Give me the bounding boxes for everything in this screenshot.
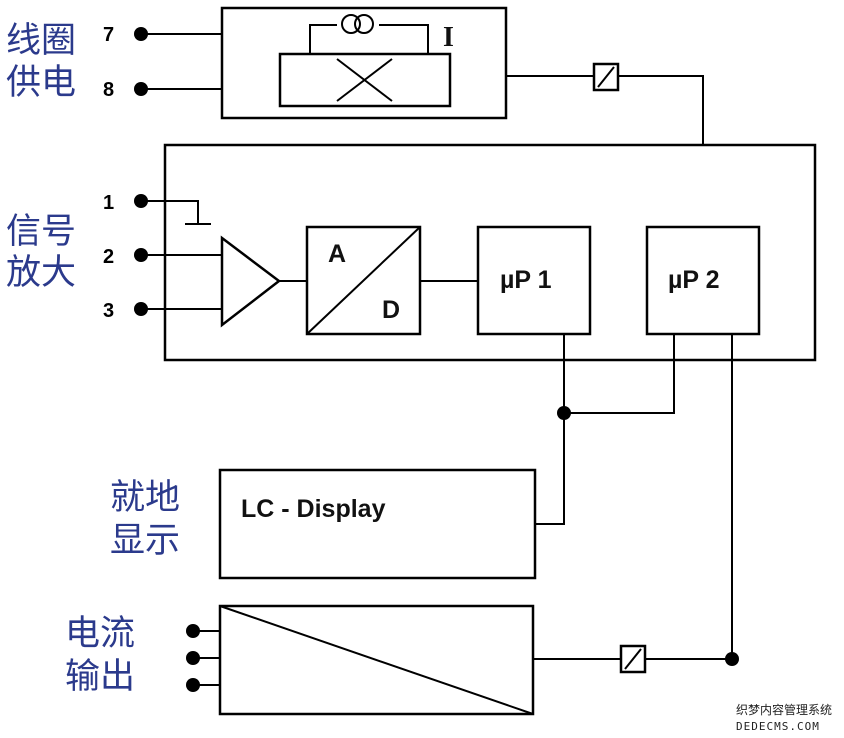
lc-display-label: LC - Display	[241, 495, 386, 523]
coil-loop-wire-right	[379, 24, 429, 54]
adc-label-a: A	[328, 240, 346, 268]
label-local-display-line1: 就地	[110, 478, 180, 518]
label-coil-supply-line1: 线圈	[6, 21, 76, 61]
current-source-icon-ring	[354, 14, 374, 34]
amplifier-icon	[220, 235, 282, 328]
up2-block	[645, 225, 761, 336]
pin-1-label: 1	[103, 192, 114, 214]
label-local-display-line2: 显示	[110, 521, 180, 561]
current-source-icon	[341, 14, 361, 34]
adc-diagonal	[306, 226, 421, 335]
pin-1-wire	[141, 200, 199, 223]
label-current-output-line1: 电流	[65, 614, 135, 654]
dac-diagonal	[219, 605, 534, 715]
label-current-output-line2: 输出	[65, 657, 135, 697]
label-coil-supply-line2: 供电	[6, 63, 76, 103]
coil-loop-wire	[309, 24, 337, 54]
isolator-top-slash	[597, 66, 615, 88]
adc-label-d: D	[382, 296, 400, 324]
pin-8-label: 8	[103, 79, 114, 101]
current-symbol: I	[443, 22, 454, 53]
isolator-bottom-slash	[624, 648, 642, 670]
up1-label: µP 1	[500, 266, 552, 294]
up1-bus-wire	[535, 334, 565, 525]
up2-label: µP 2	[668, 266, 719, 294]
pin-3-label: 3	[103, 300, 114, 322]
lc-display-block	[218, 468, 537, 580]
watermark-line2: DEDECMS.COM	[736, 720, 820, 733]
watermark-line1: 织梦内容管理系统	[736, 702, 832, 717]
coil-cross-icon-b	[336, 58, 393, 102]
label-signal-amp-line2: 放大	[6, 253, 76, 293]
label-signal-amp-line1: 信号	[6, 212, 76, 252]
up1-block	[476, 225, 592, 336]
bus-junction-dot	[557, 406, 571, 420]
pin-7-label: 7	[103, 24, 114, 46]
pin-2-label: 2	[103, 246, 114, 268]
up2-bus-wire	[564, 334, 675, 414]
